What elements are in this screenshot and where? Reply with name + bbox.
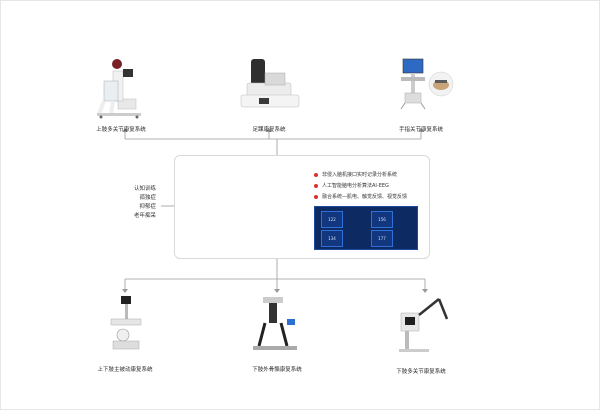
dashboard-tile: 177	[371, 230, 393, 247]
label-ankle-system: 足踝康复系统	[252, 127, 286, 133]
ankle-device-image	[240, 59, 300, 108]
exoskeleton-device-image	[253, 297, 297, 350]
bullet-icon	[314, 183, 318, 188]
feature-item: 非侵入脑机接口实时记录分析系统	[314, 171, 407, 178]
application-item: 认知训练	[134, 186, 157, 192]
bullet-icon	[314, 194, 318, 199]
label-lower-limb-multijoint-system: 下肢多关节康复系统	[396, 369, 446, 375]
finger-device-image	[400, 58, 454, 110]
feature-item: 人工智能脑电分析算法AI-EEG	[314, 182, 407, 189]
application-list: 认知训练 孤独症 抑郁症 老年痴呆	[134, 185, 156, 221]
upper-limb-device-image	[97, 59, 141, 119]
dashboard-tile: 134	[321, 230, 343, 247]
dashboard-tile: 156	[371, 211, 393, 228]
application-item: 老年痴呆	[134, 213, 157, 219]
label-upper-limb-system: 上肢多关节康复系统	[96, 127, 146, 133]
label-finger-system: 手指关节康复系统	[398, 127, 444, 133]
feature-item: 融合系统—肌电、触觉反馈、视觉反馈	[314, 193, 407, 200]
lower-limb-multijoint-device-image	[399, 298, 449, 352]
label-exoskeleton-system: 下肢外骨骼康复系统	[252, 367, 302, 373]
bullet-icon	[314, 172, 318, 177]
application-item: 孤独症	[139, 195, 157, 201]
feature-text: 人工智能脑电分析算法AI-EEG	[322, 183, 389, 189]
feature-list: 非侵入脑机接口实时记录分析系统 人工智能脑电分析算法AI-EEG 融合系统—肌电…	[314, 171, 407, 204]
feature-text: 融合系统—肌电、触觉反馈、视觉反馈	[322, 194, 408, 200]
feature-text: 非侵入脑机接口实时记录分析系统	[322, 172, 398, 178]
application-item: 抑郁症	[139, 204, 157, 210]
active-passive-device-image	[110, 296, 142, 350]
eeg-dashboard-screenshot: 122 156 134 177	[314, 206, 418, 250]
dashboard-tile: 122	[321, 211, 343, 228]
label-active-passive-system: 上下肢主被动康复系统	[97, 367, 153, 373]
